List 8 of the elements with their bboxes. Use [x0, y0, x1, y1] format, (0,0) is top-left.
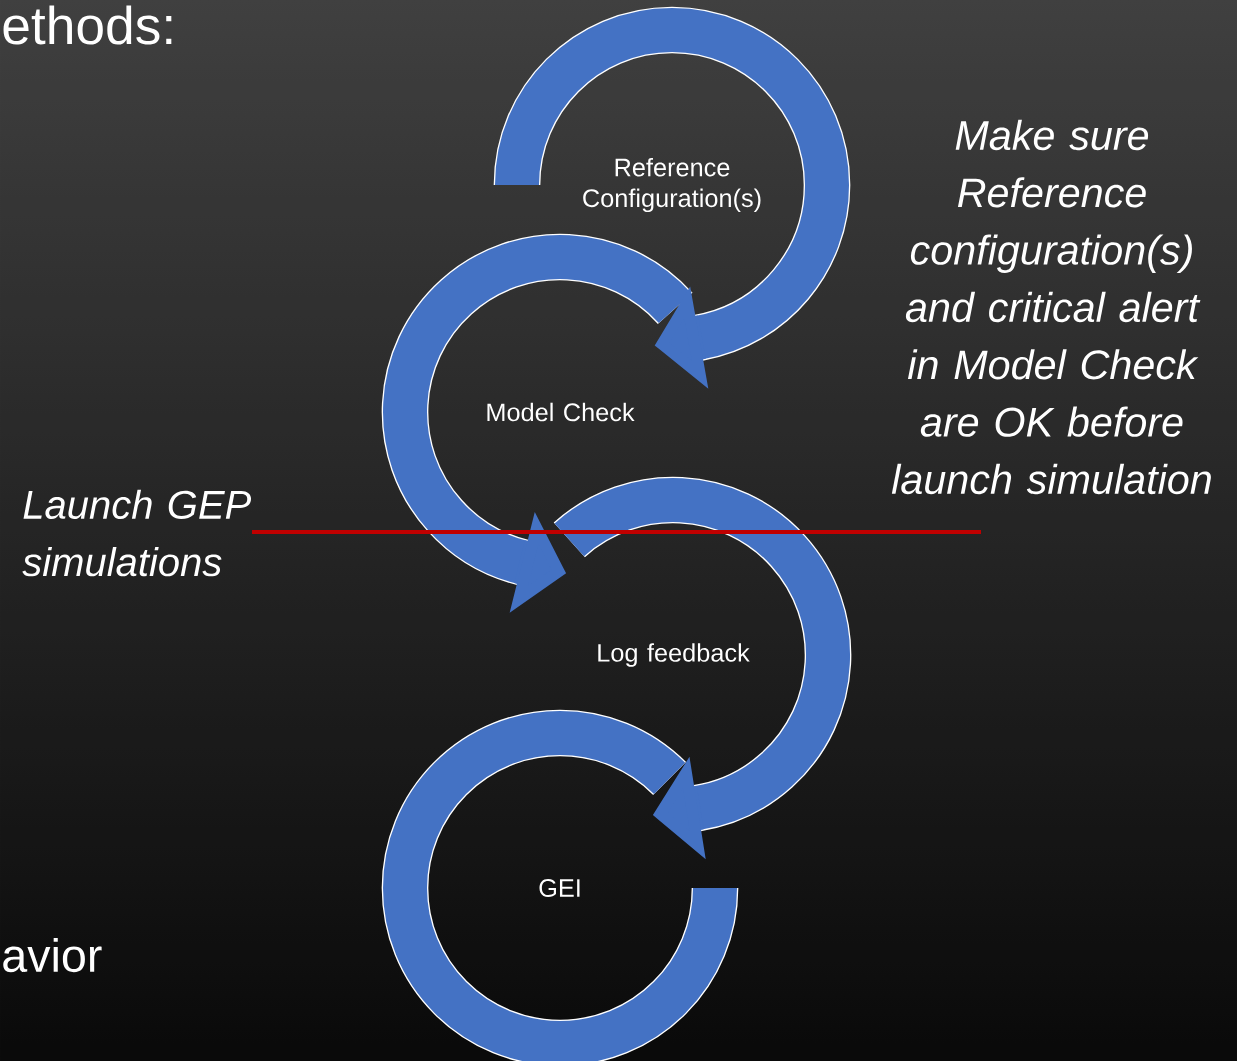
note-text: ethods: — [3, 5, 172, 45]
note-text: avior — [3, 937, 102, 973]
step-label: GEI — [539, 879, 580, 897]
step-label: Log feedback — [598, 643, 750, 667]
note-text: Make sure Reference configuration(s) and critical alert in Model Check are OK before launch simulation — [891, 119, 1211, 495]
step-label: Model Check — [487, 402, 635, 422]
step-label: Reference Configuration(s) — [583, 157, 761, 213]
note-text: Launch GEP simulations — [22, 489, 251, 577]
